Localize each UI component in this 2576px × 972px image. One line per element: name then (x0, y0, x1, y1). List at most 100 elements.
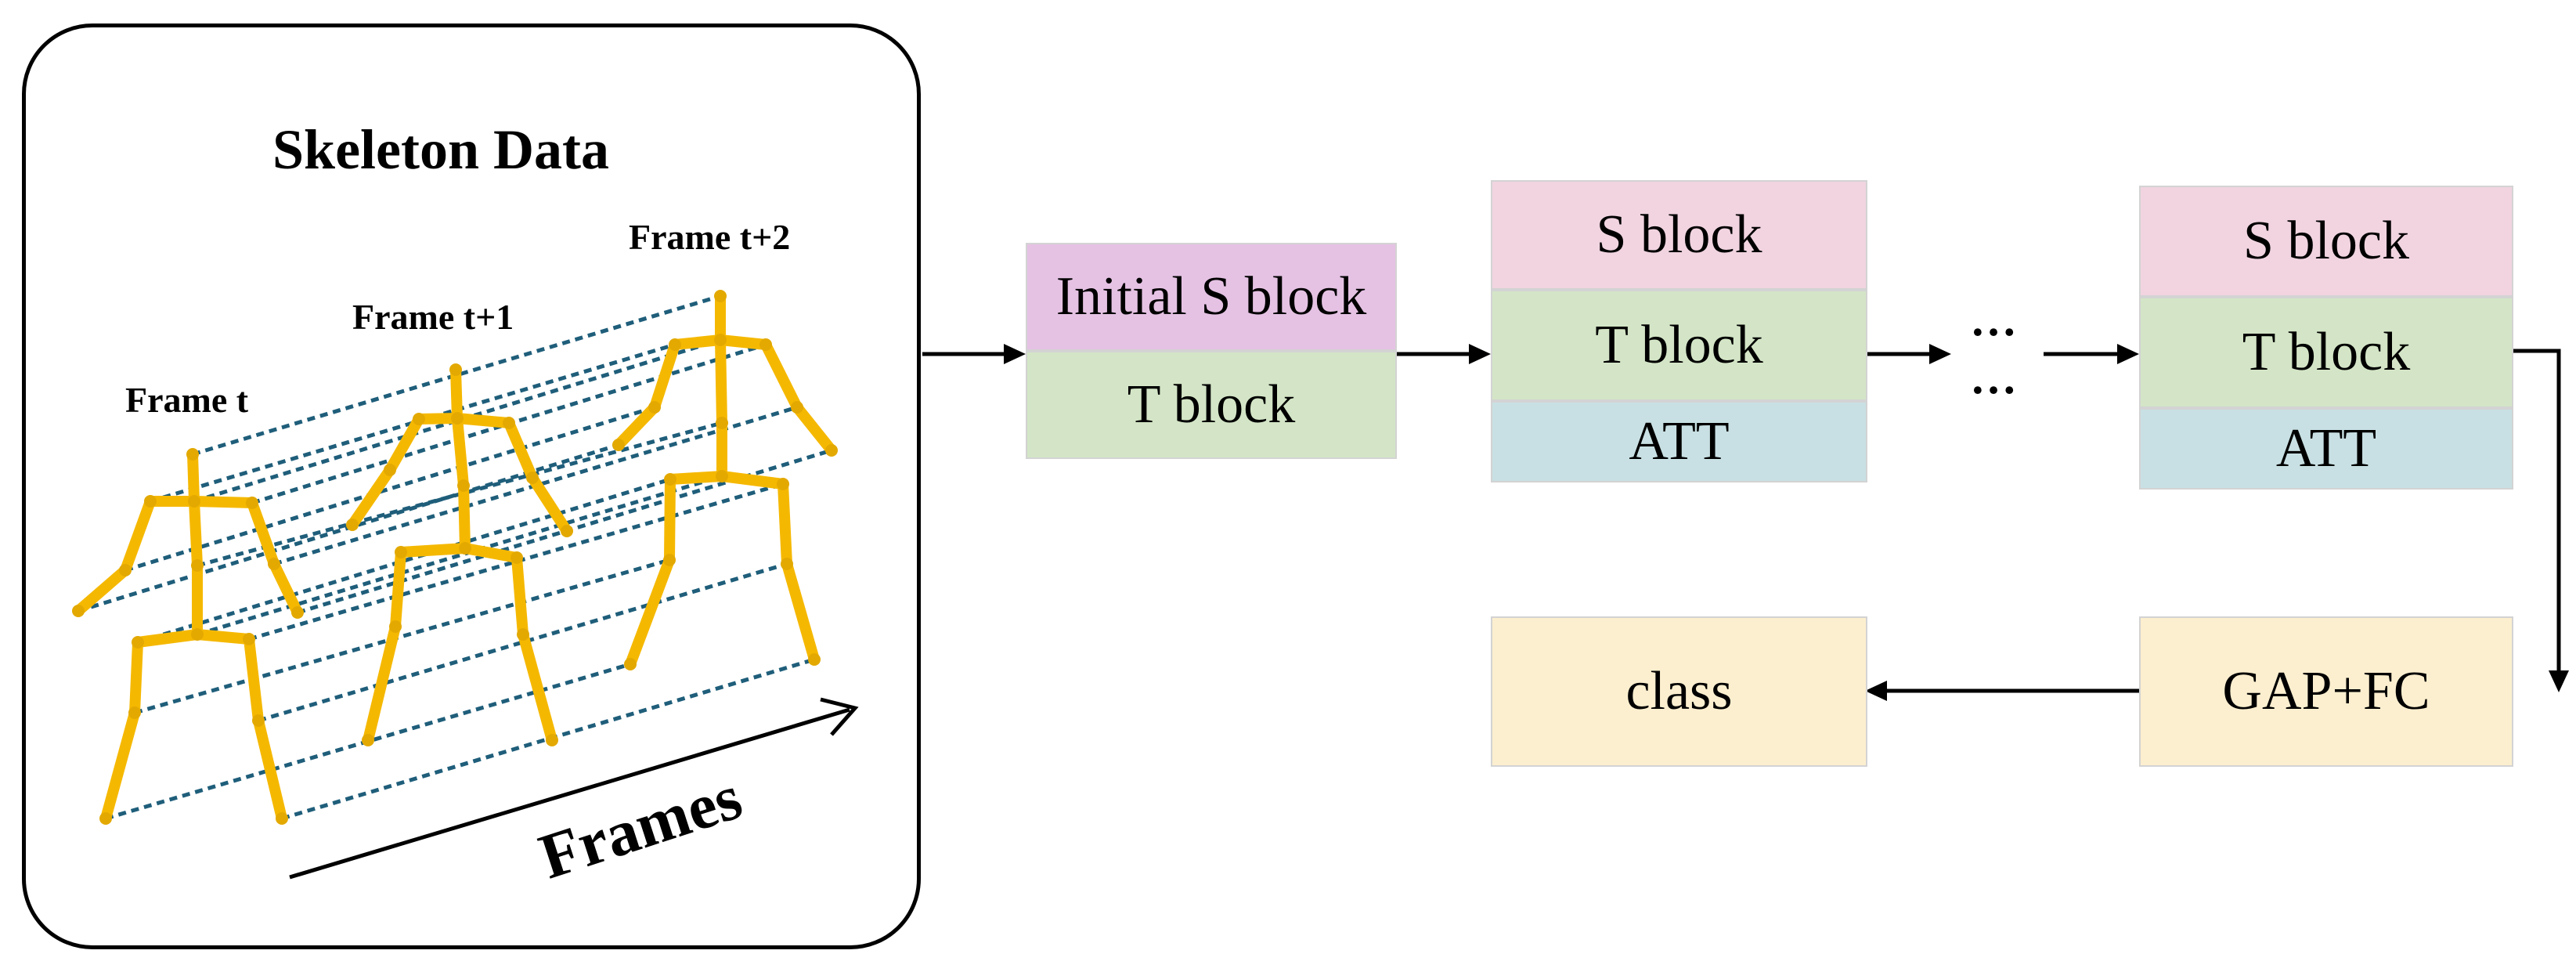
skeleton-bone-0-rkn-rft (253, 715, 287, 824)
skeleton-bone-1-rel-rwr (527, 472, 572, 537)
skeleton-joint-0-lft (99, 812, 112, 825)
skeleton-joint-2-head (714, 290, 727, 302)
skeleton-joint-1-lhip (395, 546, 407, 558)
skeleton-joint-1-hip (459, 542, 471, 555)
skeleton-bone-2-rkn-rft (781, 558, 820, 665)
skeleton-joint-0-spine (191, 559, 204, 572)
skeleton-joint-0-lhip (132, 636, 144, 649)
skeleton-joint-2-lhip (664, 473, 676, 486)
att-block-3: ATT (2139, 408, 2513, 490)
skeleton-bone-1-spine-hip (458, 480, 471, 554)
skeleton-joint-2-rkn (781, 558, 793, 570)
skeleton-bone-0-neck-rsh (189, 496, 258, 508)
frame-connector-head (192, 294, 721, 457)
skeleton-joint-1-lkn (389, 620, 402, 633)
skeleton-joint-0-rsh (246, 497, 258, 509)
skeleton-bone-0-neck-spine (189, 496, 203, 571)
skeleton-joint-0-lwr (72, 605, 85, 617)
skeleton-joint-1-spine (457, 479, 470, 492)
initial-s-block: Initial S block (1026, 243, 1397, 351)
skeleton-joint-0-rel (268, 558, 280, 570)
skeleton-joint-1-rhip (511, 551, 523, 564)
skeleton-joint-0-rkn (252, 714, 265, 727)
frame-connector-neck (193, 338, 721, 504)
skeleton-bone-1-rsh-rel (503, 417, 538, 483)
ellipsis-top: … (1970, 294, 2017, 345)
skeleton-joint-2-rft (808, 653, 821, 666)
att-block-2: ATT (1491, 401, 1867, 482)
skeleton-joint-1-lel (384, 464, 396, 476)
skeleton-bone-0-rel-rwr (269, 558, 303, 618)
frame-t2-label: Frame t+2 (629, 217, 791, 257)
skeleton-bone-2-neck-rsh (715, 334, 771, 350)
skeleton-bone-1-rhip-rkn (511, 552, 529, 640)
frame-t1-label: Frame t+1 (352, 297, 514, 337)
t-block-2: T block (1491, 290, 1867, 401)
skeleton-bone-2-lel-lwr (613, 402, 660, 450)
skeleton-joint-2-rhip (777, 478, 789, 490)
skeleton-joint-2-rsh (759, 338, 772, 351)
skeleton-joint-1-rft (546, 734, 558, 746)
skeleton-bone-0-lel-lwr (73, 565, 131, 616)
skeleton-bone-2-lsh-lel (649, 339, 680, 413)
skeleton-joint-2-spine (716, 417, 728, 429)
frame-connector-hip (197, 474, 723, 637)
skeleton-bone-1-hip-lhip (395, 543, 471, 558)
skeleton-figures (73, 291, 837, 824)
skeleton-joint-1-rwr (561, 525, 573, 537)
pipeline-arrows (922, 344, 2569, 701)
skeleton-bone-1-rkn-rft (518, 629, 557, 746)
skeleton-joint-2-lkn (663, 554, 676, 566)
skeleton-bone-2-neck-spine (715, 334, 727, 428)
skeleton-joint-2-lel (648, 401, 661, 414)
skeleton-joint-2-lsh (669, 338, 681, 351)
skeleton-joint-2-hip (716, 470, 728, 482)
skeleton-joint-0-lsh (144, 495, 157, 508)
skeleton-joint-1-lsh (413, 413, 425, 425)
skeleton-bone-0-hip-lhip (132, 629, 203, 648)
t-block-3: T block (2139, 297, 2513, 408)
skeleton-joint-1-lwr (346, 519, 359, 531)
skeleton-joint-2-rel (791, 401, 803, 414)
skeleton-joint-2-neck (714, 334, 727, 346)
class-output-block: class (1491, 616, 1867, 767)
skeleton-bone-0-rhip-rkn (244, 634, 264, 726)
skeleton-joint-2-lft (624, 658, 637, 670)
skeleton-bone-0-lkn-lft (100, 707, 140, 824)
frame-connector-rkn (258, 562, 788, 723)
skeleton-joint-0-lkn (128, 706, 141, 719)
skeleton-bone-1-hip-rhip (460, 543, 522, 563)
skeleton-bone-2-rel-rwr (792, 402, 837, 456)
skeleton-bone-1-lhip-lkn (390, 547, 406, 632)
skeleton-bone-2-lhip-lkn (664, 474, 676, 565)
t-block-1: T block (1026, 351, 1397, 459)
skeleton-bone-0-rsh-rel (247, 497, 280, 569)
skeleton-joint-1-rsh (503, 417, 515, 429)
skeleton-bone-2-hip-rhip (716, 471, 788, 490)
s-block-2: S block (1491, 180, 1867, 290)
skeleton-bone-0-hip-rhip (192, 629, 254, 645)
skeleton-bone-2-hip-lhip (665, 471, 727, 485)
skeleton-bone-1-lel-lwr (347, 464, 395, 530)
skeleton-joint-0-hip (191, 628, 204, 641)
frames-axis-arrow (289, 697, 859, 880)
skeleton-bone-1-neck-spine (452, 413, 469, 491)
s-block-3: S block (2139, 186, 2513, 297)
skeleton-joint-0-rft (276, 812, 288, 825)
frame-t-label: Frame t (125, 380, 249, 420)
skeleton-joint-1-head (449, 363, 462, 376)
skeleton-joint-0-rhip (243, 633, 255, 645)
skeleton-bone-2-lkn-lft (625, 555, 675, 670)
skeleton-bone-1-lkn-lft (363, 621, 401, 746)
skeleton-joint-1-neck (451, 412, 464, 425)
skeleton-bone-2-rhip-rkn (777, 479, 792, 569)
skeleton-joint-0-rwr (291, 606, 304, 619)
skeleton-bone-2-rsh-rel (760, 339, 803, 413)
ellipsis-bottom: … (1970, 352, 2017, 403)
skeleton-bone-1-neck-lsh (413, 413, 463, 425)
skeleton-joints (72, 290, 838, 825)
skeleton-joint-1-rkn (517, 628, 529, 641)
skeleton-data-title: Skeleton Data (272, 118, 609, 181)
skeleton-joint-0-neck (188, 495, 200, 508)
